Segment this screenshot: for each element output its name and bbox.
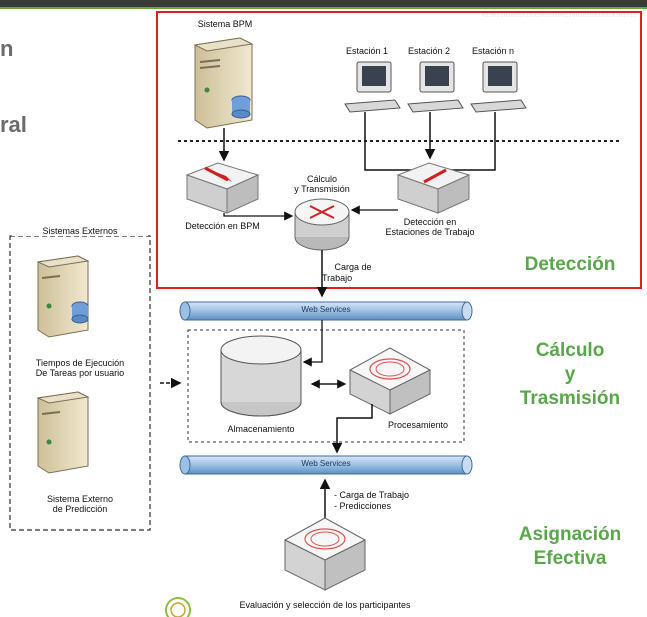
ws-to-storage-arrow [302,320,323,367]
workload-line-1: Carga de [334,262,372,272]
processing-to-ws-arrow [331,404,373,454]
processing-area [187,329,465,443]
title-fragment-1: n [0,36,14,61]
top-bar-accent [0,7,647,9]
logo-icon [165,597,191,617]
bpm-server-icon [193,37,254,129]
station-1-label: Estación 1 [345,46,389,56]
web-services-bus-1 [179,301,473,321]
exec-time-label: Tiempos de Ejecución De Tareas por usuar… [12,358,148,378]
processing-label: Procesamiento [387,420,449,430]
web-services-label-2: Web Services [301,459,351,468]
station-1-icon [344,61,401,113]
router-icon [294,198,350,251]
calc-transmission-label: Cálculo y Transmisión [290,174,354,194]
exec-time-line-2: De Tareas por usuario [35,368,125,378]
processing-box-icon [348,347,432,415]
station-2-icon [407,61,464,113]
bullet-predictions: - Predicciones [334,501,392,511]
web-services-label-1: Web Services [301,305,351,314]
ws-input-bullets: - Carga de Trabajo - Predicciones [334,490,409,512]
calc-side-line-1: Cálculo [535,340,605,361]
calc-side-label: Cálculo y Trasmisión [500,339,640,411]
calc-label-line-2: y Transmisión [294,184,350,194]
calc-side-line-3: Trasmisión [519,388,621,409]
calc-side-line-2: y [564,364,576,385]
detection-side-label: Detección [524,254,616,275]
external-systems-box [9,235,151,531]
external-systems-label: Sistemas Externos [12,226,148,236]
prediction-system-label: Sistema Externo de Predicción [12,494,148,514]
detection-bpm-box-icon [185,162,260,214]
station-n-icon [470,61,527,113]
external-server-1-icon [36,255,90,338]
assign-side-label: Asignación Efectiva [500,523,640,571]
detection-region [156,11,642,289]
detection-stations-box-icon [396,162,471,214]
binary-watermark: 0100110100101101001010011001010010010101… [482,12,637,19]
prediction-line-1: Sistema Externo [46,494,114,504]
detection-bpm-label: Detección en BPM [185,221,260,231]
calc-label-line-1: Cálculo [306,174,337,184]
station-2-label: Estación 2 [407,46,451,56]
title-fragment-2: ral [0,112,27,137]
bullet-workload: - Carga de Trabajo [334,490,410,500]
detection-stations-label: Detección en Estaciones de Trabajo [375,217,485,237]
assign-side-line-2: Efectiva [533,548,607,569]
station-n-label: Estación n [471,46,515,56]
bpm-to-router-arrow [223,211,294,221]
workload-line-2: Trabajo [322,273,353,283]
detection-stations-line-2: Estaciones de Trabajo [385,227,475,237]
assign-side-line-1: Asignación [518,524,622,545]
exec-time-line-1: Tiempos de Ejecución [35,358,125,368]
detection-stations-line-1: Detección en [403,217,457,227]
storage-label: Almacenamiento [227,424,295,434]
prediction-line-2: de Predicción [52,504,108,514]
evaluation-label: Evaluación y selección de los participan… [239,600,411,610]
web-services-bus-2 [179,455,473,475]
top-bar [0,0,647,9]
storage-cylinder-icon [220,335,302,417]
evaluation-box-icon [283,517,367,591]
external-server-2-icon [36,391,90,474]
bpm-system-label: Sistema BPM [197,19,253,29]
workload-label: Carga de Trabajo [318,262,388,284]
